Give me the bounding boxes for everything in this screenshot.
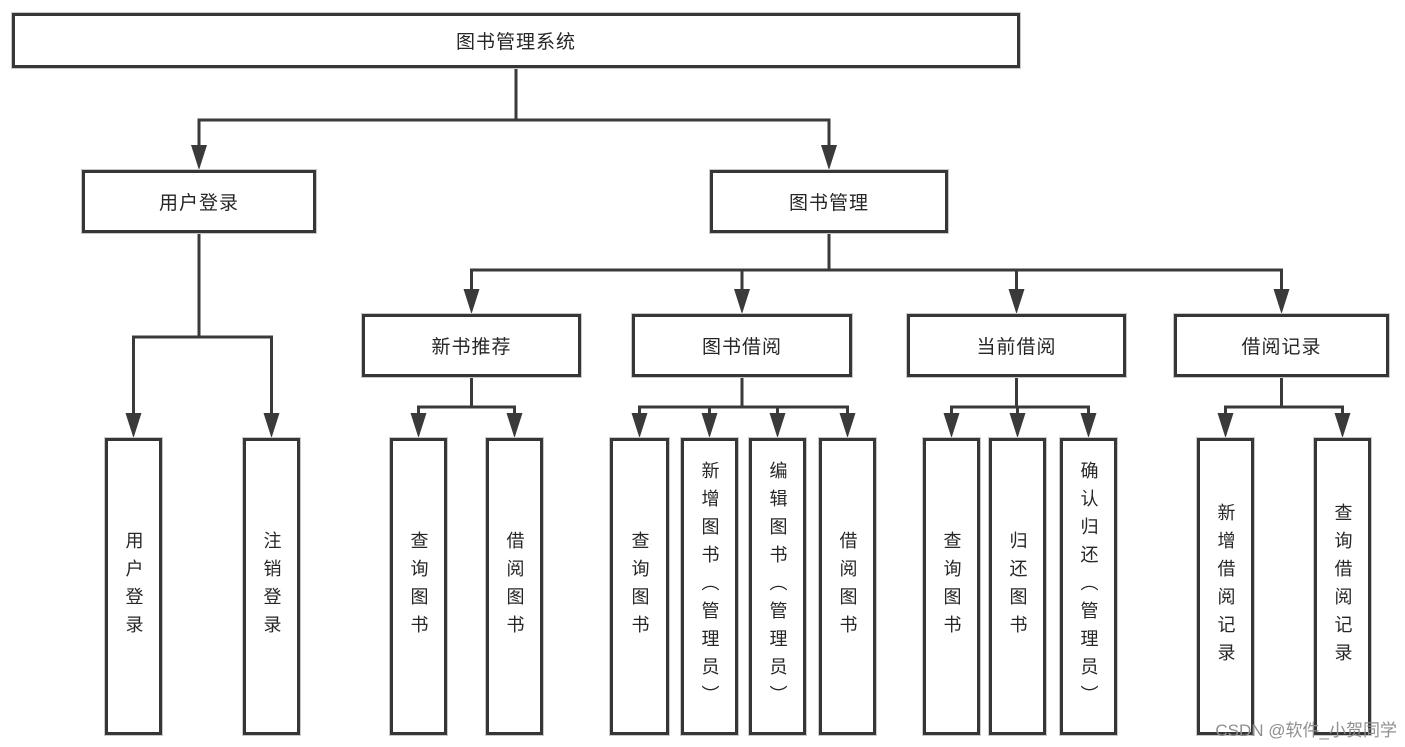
- node-confirm-return-admin: 确认归还（管理员）: [1060, 438, 1117, 735]
- arrowhead-icon: [1080, 413, 1097, 438]
- node-query-books-recommend: 查询图书: [390, 438, 447, 735]
- arrowhead-icon: [734, 289, 750, 314]
- node-label: 用户登录: [158, 193, 239, 214]
- node-book-borrowing: 图书借阅: [632, 314, 852, 377]
- node-label: 查询图书: [629, 530, 650, 643]
- node-borrow-books: 借阅图书: [819, 438, 876, 735]
- arrowhead-icon: [839, 413, 856, 438]
- arrowhead-icon: [506, 413, 523, 438]
- node-query-books-current: 查询图书: [923, 438, 980, 735]
- node-label: 当前借阅: [976, 337, 1057, 358]
- node-user-login: 用户登录: [105, 438, 162, 735]
- node-label: 图书管理系统: [455, 32, 576, 53]
- node-label: 借阅图书: [837, 530, 858, 643]
- node-label: 用户登录: [123, 530, 144, 643]
- node-current-borrowing: 当前借阅: [907, 314, 1126, 377]
- node-label: 确认归还（管理员）: [1078, 460, 1099, 713]
- arrowhead-icon: [701, 413, 718, 438]
- arrowhead-icon: [1008, 289, 1025, 314]
- arrowhead-icon: [631, 413, 648, 438]
- node-return-books: 归还图书: [989, 438, 1046, 735]
- node-query-borrow-record: 查询借阅记录: [1314, 438, 1371, 735]
- arrowhead-icon: [125, 413, 142, 438]
- node-label: 查询图书: [408, 530, 429, 643]
- node-user-login-module: 用户登录: [82, 170, 316, 233]
- node-add-borrow-record: 新增借阅记录: [1197, 438, 1254, 735]
- node-library-management-system: 图书管理系统: [12, 13, 1020, 68]
- node-label: 查询借阅记录: [1332, 502, 1353, 671]
- arrowhead-icon: [191, 145, 207, 170]
- arrowhead-icon: [263, 413, 280, 438]
- node-label: 新增图书（管理员）: [699, 460, 720, 713]
- node-new-book-recommendation: 新书推荐: [362, 314, 581, 377]
- node-label: 借阅图书: [504, 530, 525, 643]
- node-label: 编辑图书（管理员）: [767, 460, 788, 713]
- arrowhead-icon: [1009, 413, 1026, 438]
- node-add-books-admin: 新增图书（管理员）: [681, 438, 738, 735]
- node-query-books-borrowing: 查询图书: [610, 438, 669, 735]
- arrowhead-icon: [1273, 289, 1290, 314]
- arrowhead-icon: [821, 145, 837, 170]
- node-logout: 注销登录: [243, 438, 300, 735]
- arrowhead-icon: [1217, 413, 1234, 438]
- node-label: 新增借阅记录: [1215, 502, 1236, 671]
- node-label: 图书借阅: [701, 337, 782, 358]
- node-label: 归还图书: [1007, 530, 1028, 643]
- arrowhead-icon: [1334, 413, 1351, 438]
- node-book-management-module: 图书管理: [710, 170, 948, 233]
- node-borrowing-records: 借阅记录: [1174, 314, 1389, 377]
- arrowhead-icon: [463, 289, 480, 314]
- node-label: 注销登录: [261, 530, 282, 643]
- node-label: 查询图书: [941, 530, 962, 643]
- arrowhead-icon: [943, 413, 960, 438]
- node-label: 新书推荐: [431, 337, 512, 358]
- node-label: 图书管理: [788, 193, 869, 214]
- csdn-watermark: CSDN @软件_小贺同学: [1215, 721, 1397, 740]
- arrowhead-icon: [410, 413, 427, 438]
- node-label: 借阅记录: [1241, 337, 1322, 358]
- node-borrow-books-recommend: 借阅图书: [486, 438, 543, 735]
- arrowhead-icon: [769, 413, 786, 438]
- node-edit-books-admin: 编辑图书（管理员）: [749, 438, 806, 735]
